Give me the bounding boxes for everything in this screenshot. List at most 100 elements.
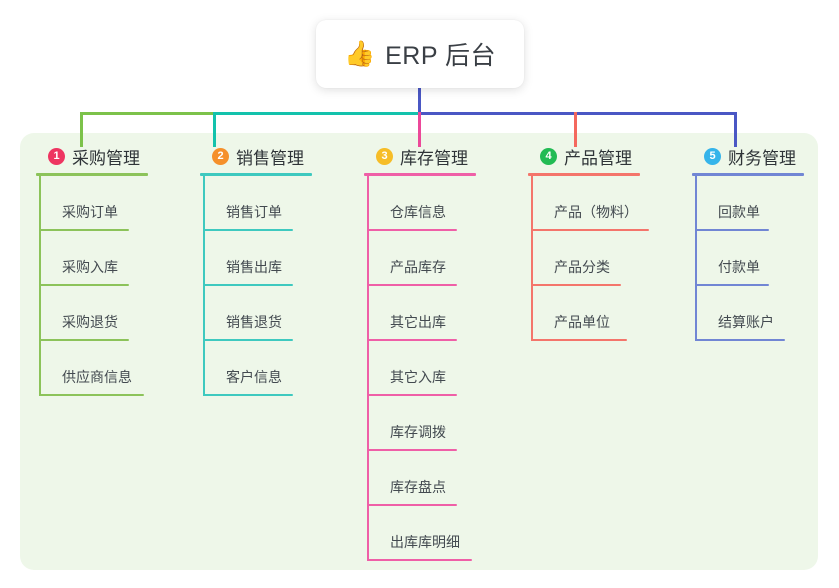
list-item[interactable]: 产品（物料）: [528, 176, 688, 231]
column-underline-2: [200, 173, 312, 176]
list-item[interactable]: 出库库明细: [364, 506, 512, 561]
list-item[interactable]: 库存盘点: [364, 451, 512, 506]
list-item[interactable]: 其它出库: [364, 286, 512, 341]
list-item[interactable]: 销售退货: [200, 286, 348, 341]
column-badge-4: 4: [540, 147, 557, 165]
column-spine-2: [203, 176, 205, 396]
list-item-underline: [531, 339, 627, 341]
list-item-underline: [367, 449, 457, 451]
column-title-5: 财务管理: [728, 148, 796, 168]
list-item-underline: [39, 284, 129, 286]
list-item-underline: [203, 339, 293, 341]
thumbs-up-icon: 👍: [343, 39, 376, 68]
list-item-label: 付款单: [718, 259, 760, 275]
list-item[interactable]: 供应商信息: [36, 341, 184, 396]
list-item-underline: [367, 284, 457, 286]
column-finance: 5 财务管理 回款单 付款单 结算账户: [692, 143, 839, 341]
list-item-label: 产品（物料）: [554, 204, 638, 220]
column-items-3: 仓库信息 产品库存 其它出库 其它入库 库存调拨 库存盘点 出库库明细: [364, 176, 512, 561]
list-item-underline: [367, 394, 457, 396]
title-card[interactable]: 👍 ERP 后台: [316, 20, 524, 88]
column-items-4: 产品（物料） 产品分类 产品单位: [528, 176, 688, 341]
list-item-underline: [695, 339, 785, 341]
column-items-1: 采购订单 采购入库 采购退货 供应商信息: [36, 176, 184, 396]
list-item-label: 采购入库: [62, 259, 118, 275]
list-item-underline: [39, 394, 144, 396]
list-item[interactable]: 回款单: [692, 176, 839, 231]
column-product: 4 产品管理 产品（物料） 产品分类 产品单位: [528, 143, 688, 341]
list-item-underline: [203, 394, 293, 396]
column-inventory: 3 库存管理 仓库信息 产品库存 其它出库 其它入库 库存调拨 库存盘点: [364, 143, 512, 561]
drop-connector-3: [418, 112, 421, 147]
list-item-label: 其它入库: [390, 369, 446, 385]
column-header-1[interactable]: 1 采购管理: [36, 143, 184, 169]
column-title-3: 库存管理: [400, 148, 468, 168]
column-title-2: 销售管理: [236, 148, 304, 168]
bus-segment-right: [418, 112, 736, 115]
drop-connector-5: [734, 112, 737, 147]
column-badge-2: 2: [212, 147, 229, 165]
list-item-label: 产品单位: [554, 314, 610, 330]
drop-connector-2: [213, 112, 216, 147]
list-item[interactable]: 采购入库: [36, 231, 184, 286]
list-item[interactable]: 产品库存: [364, 231, 512, 286]
list-item[interactable]: 采购订单: [36, 176, 184, 231]
column-header-2[interactable]: 2 销售管理: [200, 143, 348, 169]
list-item-label: 出库库明细: [390, 534, 460, 550]
list-item-underline: [203, 284, 293, 286]
list-item-label: 仓库信息: [390, 204, 446, 220]
list-item-underline: [531, 284, 621, 286]
column-underline-4: [528, 173, 640, 176]
list-item-underline: [39, 339, 129, 341]
list-item[interactable]: 客户信息: [200, 341, 348, 396]
list-item-underline: [39, 229, 129, 231]
list-item-underline: [531, 229, 649, 231]
column-header-5[interactable]: 5 财务管理: [692, 143, 839, 169]
list-item-label: 回款单: [718, 204, 760, 220]
list-item-label: 库存盘点: [390, 479, 446, 495]
list-item-underline: [695, 229, 769, 231]
list-item[interactable]: 仓库信息: [364, 176, 512, 231]
column-spine-4: [531, 176, 533, 341]
column-spine-5: [695, 176, 697, 341]
column-title-1: 采购管理: [72, 148, 140, 168]
list-item-underline: [367, 504, 457, 506]
list-item-label: 客户信息: [226, 369, 282, 385]
list-item[interactable]: 产品单位: [528, 286, 688, 341]
drop-connector-4: [574, 112, 577, 147]
column-items-5: 回款单 付款单 结算账户: [692, 176, 839, 341]
list-item-label: 供应商信息: [62, 369, 132, 385]
column-underline-3: [364, 173, 476, 176]
column-sales: 2 销售管理 销售订单 销售出库 销售退货 客户信息: [200, 143, 348, 396]
list-item-label: 采购订单: [62, 204, 118, 220]
title-stem-connector: [418, 88, 421, 114]
bus-segment-left: [80, 112, 215, 115]
list-item[interactable]: 销售出库: [200, 231, 348, 286]
list-item[interactable]: 结算账户: [692, 286, 839, 341]
column-items-2: 销售订单 销售出库 销售退货 客户信息: [200, 176, 348, 396]
bus-segment-middle: [213, 112, 420, 115]
list-item-label: 结算账户: [718, 314, 774, 330]
list-item[interactable]: 付款单: [692, 231, 839, 286]
list-item-label: 销售订单: [226, 204, 282, 220]
column-badge-3: 3: [376, 147, 393, 165]
list-item-label: 产品库存: [390, 259, 446, 275]
list-item-underline: [203, 229, 293, 231]
list-item-label: 其它出库: [390, 314, 446, 330]
list-item-label: 库存调拨: [390, 424, 446, 440]
list-item[interactable]: 其它入库: [364, 341, 512, 396]
column-header-3[interactable]: 3 库存管理: [364, 143, 512, 169]
list-item-label: 销售退货: [226, 314, 282, 330]
list-item[interactable]: 库存调拨: [364, 396, 512, 451]
list-item-underline: [695, 284, 769, 286]
column-header-4[interactable]: 4 产品管理: [528, 143, 688, 169]
column-badge-1: 1: [48, 147, 65, 165]
list-item[interactable]: 产品分类: [528, 231, 688, 286]
page-title: ERP 后台: [385, 42, 497, 70]
list-item[interactable]: 销售订单: [200, 176, 348, 231]
list-item[interactable]: 采购退货: [36, 286, 184, 341]
list-item-label: 产品分类: [554, 259, 610, 275]
list-item-label: 销售出库: [226, 259, 282, 275]
list-item-underline: [367, 559, 472, 561]
list-item-label: 采购退货: [62, 314, 118, 330]
